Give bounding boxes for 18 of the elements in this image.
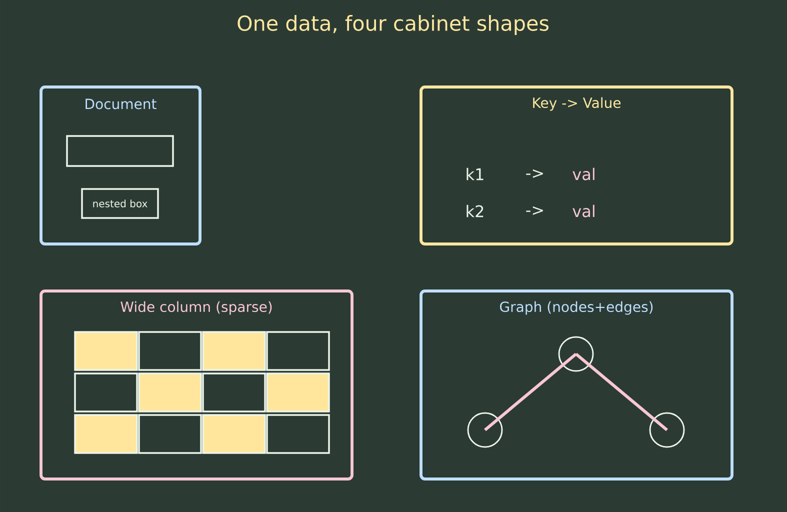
empty-box (66, 135, 174, 167)
nested-box: nested box (81, 188, 159, 219)
graph-node-circle (558, 336, 594, 372)
graph-edge (484, 352, 577, 432)
entry-text: -> (526, 206, 543, 215)
panel-heading: Document (86, 98, 156, 110)
entry-text: val (572, 168, 594, 180)
panel-heading: Wide column (sparse) (120, 301, 272, 315)
entry-text: k2 (466, 204, 484, 218)
entry-text: k1 (466, 168, 484, 180)
graph-node-circle (649, 412, 685, 448)
entry-text: -> (526, 169, 543, 178)
entry-text: val (572, 204, 594, 218)
graph-node-circle (467, 412, 503, 448)
graph-edge (575, 352, 668, 432)
panel-heading: Key -> Value (533, 97, 621, 111)
panel-heading: Graph (nodes+edges) (500, 301, 653, 315)
title: One data, four cabinet shapes (238, 15, 548, 35)
